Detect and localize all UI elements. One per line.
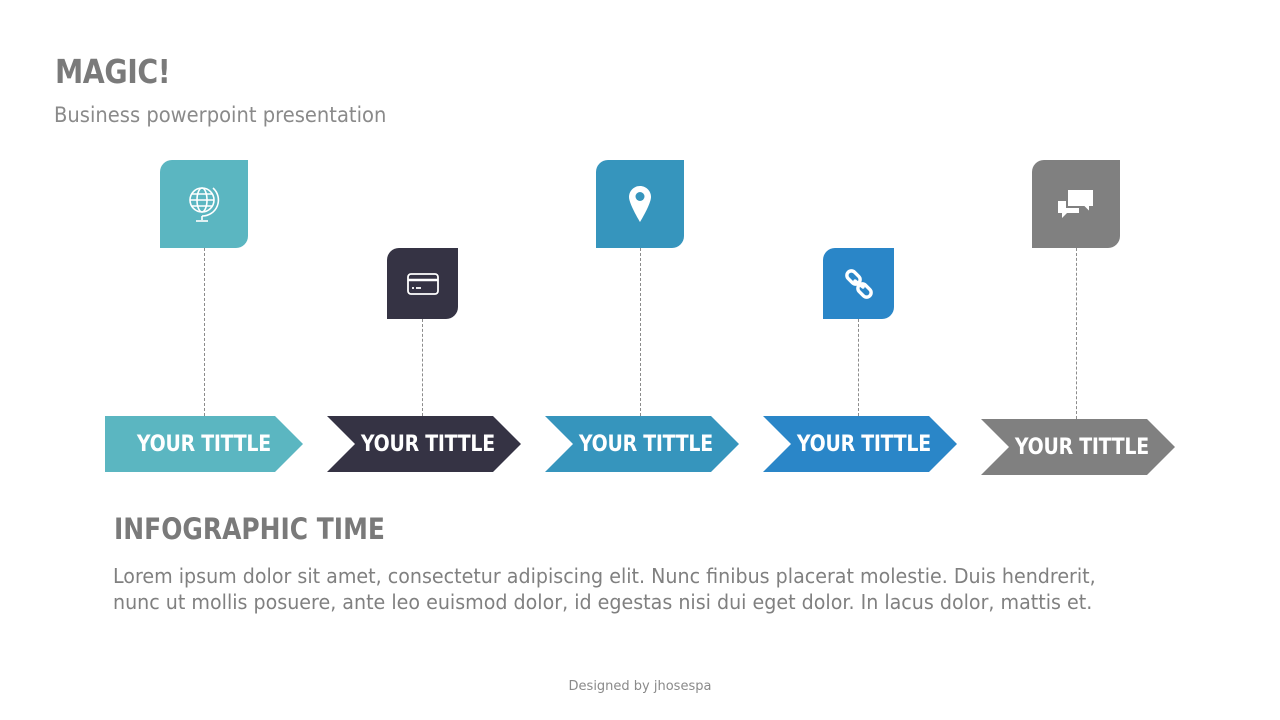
step-2-icon-box [387, 248, 458, 319]
page-title: MAGIC! [55, 52, 171, 91]
step-3-banner: YOUR TITTLE [545, 416, 739, 472]
step-2-banner: YOUR TITTLE [327, 416, 521, 472]
step-4-title: YOUR TITTLE [797, 431, 931, 457]
globe-icon [186, 184, 222, 224]
designer-credit: Designed by jhosespa [568, 679, 712, 694]
chat-bubbles-icon [1057, 187, 1095, 221]
page-subtitle: Business powerpoint presentation [54, 103, 387, 127]
step-2-title: YOUR TITTLE [361, 431, 495, 457]
step-1-banner: YOUR TITTLE [105, 416, 303, 472]
location-pin-icon [628, 185, 652, 223]
connector-line-3 [640, 248, 641, 416]
connector-line-2 [422, 319, 423, 416]
body-paragraph: Lorem ipsum dolor sit amet, consectetur … [113, 564, 1096, 614]
step-1-title: YOUR TITTLE [137, 431, 271, 457]
connector-line-4 [858, 319, 859, 416]
step-4-icon-box [823, 248, 894, 319]
link-icon [843, 268, 875, 300]
step-5-icon-box [1032, 160, 1120, 248]
step-1-icon-box [160, 160, 248, 248]
step-4-banner: YOUR TITTLE [763, 416, 957, 472]
step-3-title: YOUR TITTLE [579, 431, 713, 457]
step-5-title: YOUR TITTLE [1015, 434, 1149, 460]
section-heading: INFOGRAPHIC TIME [114, 512, 385, 546]
connector-line-5 [1076, 248, 1077, 419]
step-5-banner: YOUR TITTLE [981, 419, 1175, 475]
step-3-icon-box [596, 160, 684, 248]
connector-line-1 [204, 248, 205, 416]
credit-card-icon [406, 272, 439, 295]
